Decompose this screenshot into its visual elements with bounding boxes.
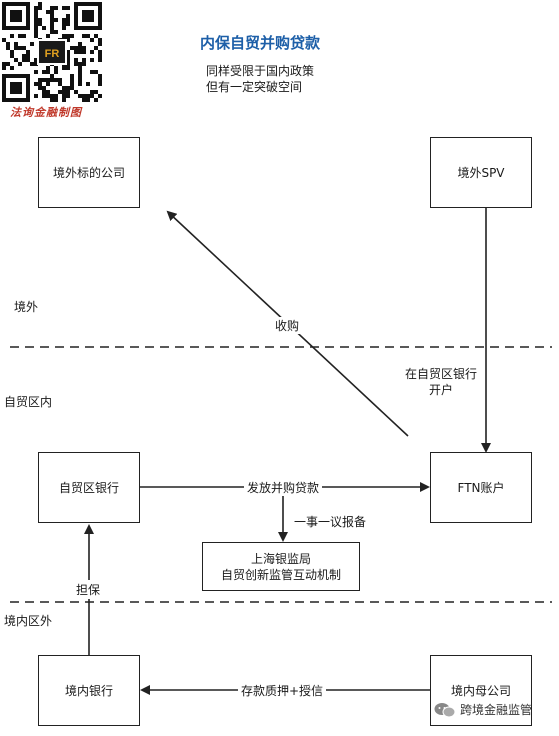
ftz-bank-label: 自贸区银行	[58, 481, 119, 495]
diagram-title: 内保自贸并购贷款	[200, 34, 321, 52]
domestic-parent-label: 境内母公司	[450, 684, 511, 698]
ftz-bank-box: 自贸区银行	[38, 452, 140, 523]
watermark-text: 跨境金融监管	[460, 703, 533, 717]
subtitle-line-1: 同样受限于国内政策	[206, 64, 315, 78]
overseas-target-label: 境外标的公司	[52, 166, 125, 180]
regulator-label-line1: 上海银监局	[250, 551, 311, 566]
domestic-bank-box: 境内银行	[38, 655, 140, 726]
watermark: 跨境金融监管	[434, 701, 532, 718]
qr-logo-text: FR	[45, 48, 60, 60]
issue-loan-label: 发放并购贷款	[244, 479, 323, 496]
zone-label-ftz: 自贸区内	[4, 395, 53, 409]
regulator-box: 上海银监局 自贸创新监管互动机制	[202, 542, 360, 591]
open-account-label: 在自贸区银行 开户	[405, 366, 478, 398]
overseas-spv-label: 境外SPV	[457, 166, 505, 180]
overseas-spv-box: 境外SPV	[430, 137, 532, 208]
ftn-account-label: FTN账户	[457, 481, 505, 495]
regulator-label-line2: 自贸创新监管互动机制	[220, 567, 341, 582]
one-case-filing-label: 一事一议报备	[294, 515, 367, 529]
open-account-label-line1: 在自贸区银行	[405, 367, 478, 381]
subtitle-line-2: 但有一定突破空间	[206, 80, 303, 94]
ftn-account-box: FTN账户	[430, 452, 532, 523]
acquisition-label: 收购	[273, 317, 302, 334]
zone-label-domestic: 境内区外	[4, 614, 53, 628]
open-account-label-line2: 开户	[429, 383, 454, 397]
wechat-icon	[434, 702, 456, 718]
diagram-subtitle: 同样受限于国内政策 但有一定突破空间	[206, 63, 314, 95]
zone-label-offshore: 境外	[14, 300, 39, 314]
qr-caption: 法询金融制图	[10, 106, 82, 119]
deposit-pledge-label: 存款质押+授信	[238, 682, 327, 699]
qr-code: FR	[2, 2, 102, 102]
overseas-target-box: 境外标的公司	[38, 137, 140, 208]
domestic-bank-label: 境内银行	[64, 684, 113, 698]
guarantee-label: 担保	[74, 580, 103, 599]
